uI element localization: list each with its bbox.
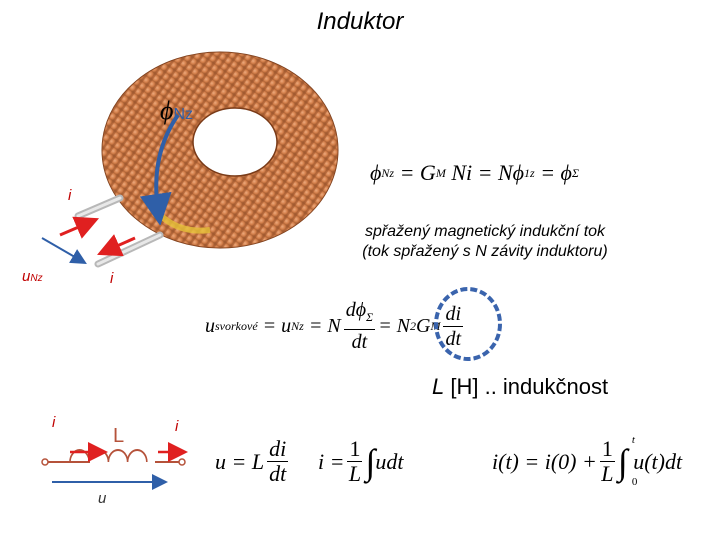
inductance-label: L [H] .. indukčnost bbox=[432, 374, 608, 400]
current-arrows bbox=[40, 190, 160, 290]
voltage-label: uNz bbox=[22, 268, 43, 285]
current-label-bottom: i bbox=[110, 270, 113, 287]
flux-symbol-label: ϕNz bbox=[160, 96, 193, 126]
circuit-current-right: i bbox=[175, 418, 178, 435]
circuit-coil-label: L bbox=[113, 425, 124, 448]
current-label-top: i bbox=[68, 187, 71, 204]
page-title: Induktor bbox=[0, 8, 720, 36]
circuit-current-left: i bbox=[52, 414, 55, 431]
flux-description: spřažený magnetický indukční tok (tok sp… bbox=[330, 222, 640, 262]
inductance-highlight-circle bbox=[432, 285, 504, 363]
circuit-voltage-label: u bbox=[98, 490, 106, 507]
